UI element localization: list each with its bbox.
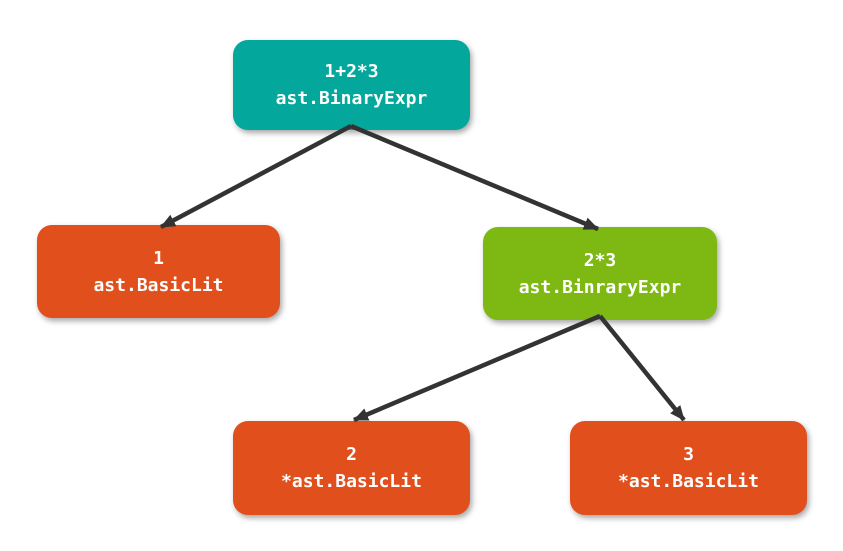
node-type: *ast.BasicLit — [281, 471, 422, 492]
node-basic-lit-2: 2 *ast.BasicLit — [233, 421, 470, 515]
node-value: 1+2*3 — [324, 61, 379, 82]
node-value: 3 — [683, 444, 694, 465]
node-basic-lit-1: 1 ast.BasicLit — [37, 225, 280, 318]
node-value: 2*3 — [583, 249, 617, 271]
node-root-binary-expr: 1+2*3 ast.BinaryExpr — [233, 40, 470, 130]
node-value: 1 — [153, 247, 164, 269]
node-type: ast.BinaryExpr — [275, 88, 428, 109]
node-type: ast.BinraryExpr — [518, 276, 682, 298]
edge-root-lit1 — [159, 124, 353, 229]
node-type: ast.BasicLit — [93, 274, 224, 296]
edge-mul-lit2 — [353, 313, 601, 423]
node-type: *ast.BasicLit — [618, 471, 759, 492]
node-basic-lit-3: 3 *ast.BasicLit — [570, 421, 807, 515]
node-value: 2 — [346, 444, 357, 465]
edge-mul-lit3 — [598, 314, 686, 422]
node-mul-binary-expr: 2*3 ast.BinraryExpr — [483, 227, 717, 320]
edge-root-mul — [350, 123, 599, 232]
